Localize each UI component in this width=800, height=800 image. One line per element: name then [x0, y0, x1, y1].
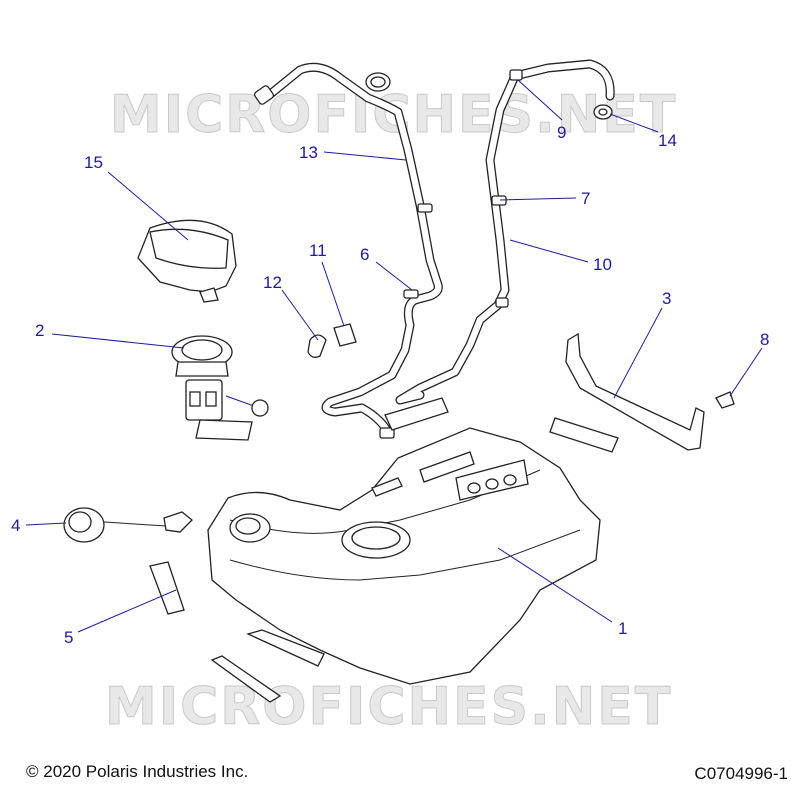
vent-hose-clip-top [509, 69, 523, 81]
fuel-pump-assembly [171, 335, 269, 441]
drawing-number: C0704996-1 [694, 764, 788, 783]
fill-hose-fitting [379, 427, 395, 439]
tank-strap [565, 332, 705, 451]
vent-hose-clip [491, 195, 507, 206]
decal-bottom-b [210, 655, 282, 703]
fill-hose [253, 62, 443, 439]
leader-8 [729, 347, 763, 397]
fill-hose-clamp [417, 203, 433, 213]
decal-strap-area [549, 417, 619, 453]
leader-3 [613, 307, 663, 399]
leader-11 [321, 261, 345, 327]
vent-hose [395, 59, 615, 405]
vent-hose-clip-lower [495, 297, 509, 308]
callout-2: 2 [35, 321, 44, 340]
callout-6: 6 [360, 245, 369, 264]
callout-3: 3 [662, 289, 671, 308]
leader-6 [375, 261, 413, 291]
watermark-bottom: MICROFICHES.NET [105, 677, 672, 737]
callout-7: 7 [581, 189, 590, 208]
clip-11 [333, 323, 357, 347]
callout-10: 10 [593, 255, 612, 274]
decal-5 [149, 561, 185, 615]
callout-9: 9 [557, 123, 566, 142]
decal-bottom-a [246, 629, 325, 667]
callout-11: 11 [309, 241, 327, 260]
fuel-cap [63, 507, 193, 543]
watermark-top: MICROFICHES.NET [110, 85, 677, 145]
callout-labels: 1 2 3 4 5 6 7 8 9 10 11 12 13 14 15 [11, 123, 769, 647]
fuel-pump-cover [137, 219, 237, 303]
leader-13 [323, 151, 407, 161]
fill-hose-end [253, 85, 275, 105]
leader-5 [77, 589, 177, 633]
leader-14 [609, 113, 659, 133]
leader-9 [517, 79, 563, 121]
leader-2 [51, 333, 185, 349]
callout-4: 4 [11, 516, 20, 535]
leader-10 [509, 239, 589, 263]
leader-15 [107, 171, 189, 241]
callout-14: 14 [658, 131, 677, 150]
leader-7 [499, 197, 577, 201]
callout-13: 13 [299, 143, 318, 162]
copyright-notice: © 2020 Polaris Industries Inc. [26, 762, 249, 781]
leader-lines [25, 79, 763, 633]
decal-hose-area [384, 397, 449, 431]
callout-1: 1 [618, 619, 627, 638]
callout-15: 15 [84, 153, 103, 172]
leader-4 [25, 522, 67, 526]
leader-1 [497, 547, 613, 623]
callout-5: 5 [64, 628, 73, 647]
fuel-tank [207, 427, 601, 685]
fill-hose-clamp-lower [403, 289, 419, 299]
callout-8: 8 [760, 330, 769, 349]
callout-12: 12 [263, 273, 282, 292]
fill-hose-ring [365, 72, 391, 92]
leader-12 [281, 289, 319, 341]
bolt-8 [715, 391, 735, 409]
hose-clamp-14 [593, 104, 613, 120]
